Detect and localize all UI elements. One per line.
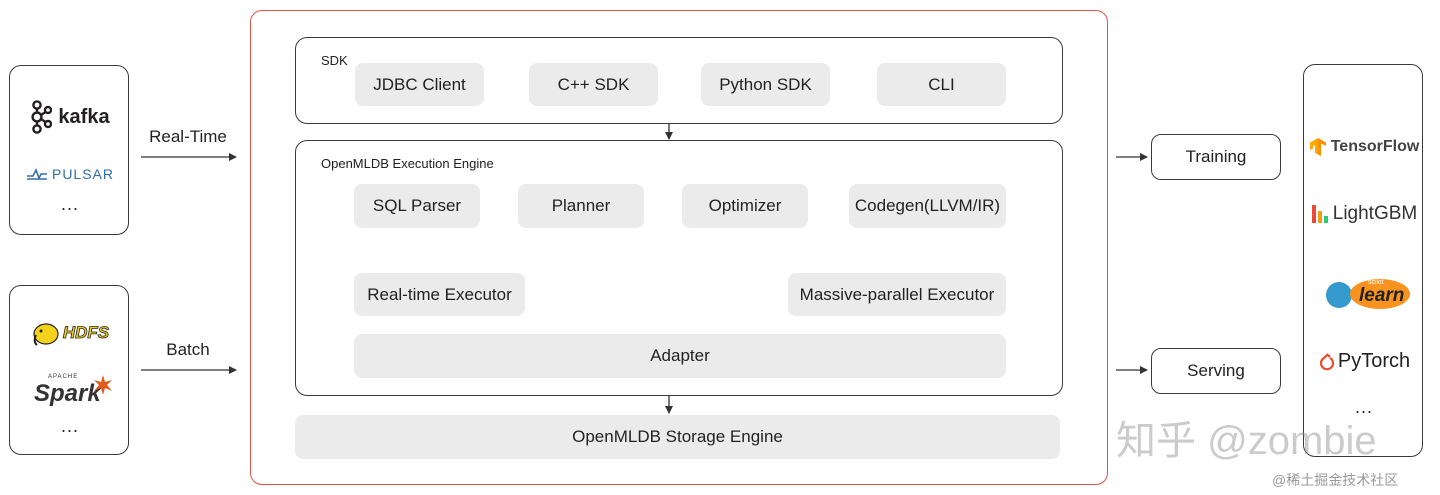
realtime-label: Real-Time — [149, 127, 227, 146]
batch-sources-panel: HDFS APACHE Spark ... — [9, 285, 129, 455]
cpp-sdk-box: C++ SDK — [529, 63, 658, 106]
tensorflow-icon — [1309, 138, 1326, 156]
pytorch-label: PyTorch — [1337, 350, 1411, 372]
kafka-label: kafka — [58, 105, 110, 128]
pulsar-label: PULSAR — [51, 166, 115, 182]
sklearn-logo: scikit learn — [1304, 277, 1424, 313]
jdbc-client-box: JDBC Client — [355, 63, 484, 106]
pulsar-icon — [26, 168, 47, 180]
watermark-main: 知乎 @zombie — [1116, 419, 1377, 463]
cli-box: CLI — [877, 63, 1006, 106]
sklearn-label: learn — [1359, 285, 1405, 306]
planner-box: Planner — [518, 184, 644, 228]
hdfs-elephant-icon — [33, 323, 59, 346]
engine-title: OpenMLDB Execution Engine — [321, 156, 494, 171]
kafka-logo: kafka — [10, 100, 130, 134]
tensorflow-label: TensorFlow — [1330, 138, 1420, 155]
pulsar-logo: PULSAR — [10, 166, 130, 182]
sdk-title: SDK — [321, 53, 348, 68]
spark-star-icon — [94, 375, 112, 395]
kafka-icon — [31, 100, 53, 134]
hdfs-logo: HDFS — [10, 318, 130, 348]
realtime-more: ... — [60, 194, 79, 214]
tensorflow-logo: TensorFlow — [1304, 137, 1424, 157]
lightgbm-logo: LightGBM — [1304, 203, 1424, 225]
spark-small-label: APACHE — [48, 374, 79, 380]
pytorch-icon — [1319, 352, 1334, 370]
python-sdk-box: Python SDK — [701, 63, 830, 106]
hdfs-label: HDFS — [62, 323, 110, 343]
frameworks-more: ... — [1354, 397, 1373, 417]
storage-engine-box: OpenMLDB Storage Engine — [295, 415, 1060, 459]
sklearn-small-label: scikit — [1368, 279, 1384, 286]
parallel-executor-box: Massive-parallel Executor — [788, 273, 1006, 316]
lightgbm-icon — [1311, 205, 1328, 223]
openmldb-container — [250, 10, 1108, 485]
realtime-executor-box: Real-time Executor — [354, 273, 525, 316]
adapter-box: Adapter — [354, 334, 1006, 378]
sql-parser-box: SQL Parser — [354, 184, 480, 228]
codegen-box: Codegen(LLVM/IR) — [849, 184, 1006, 228]
watermark-sub: @稀土掘金技术社区 — [1272, 472, 1399, 488]
frameworks-panel: TensorFlow LightGBM scikit learn PyTorch… — [1303, 64, 1423, 457]
training-box: Training — [1151, 134, 1281, 180]
spark-logo: APACHE Spark — [10, 374, 130, 414]
lightgbm-label: LightGBM — [1332, 203, 1418, 224]
sklearn-icon — [1326, 279, 1410, 309]
pytorch-logo: PyTorch — [1304, 350, 1424, 373]
realtime-sources-panel: kafka PULSAR ... — [9, 65, 129, 235]
batch-label: Batch — [166, 340, 210, 359]
serving-box: Serving — [1151, 348, 1281, 394]
spark-label: Spark — [34, 380, 101, 407]
optimizer-box: Optimizer — [682, 184, 808, 228]
batch-more: ... — [60, 416, 79, 436]
